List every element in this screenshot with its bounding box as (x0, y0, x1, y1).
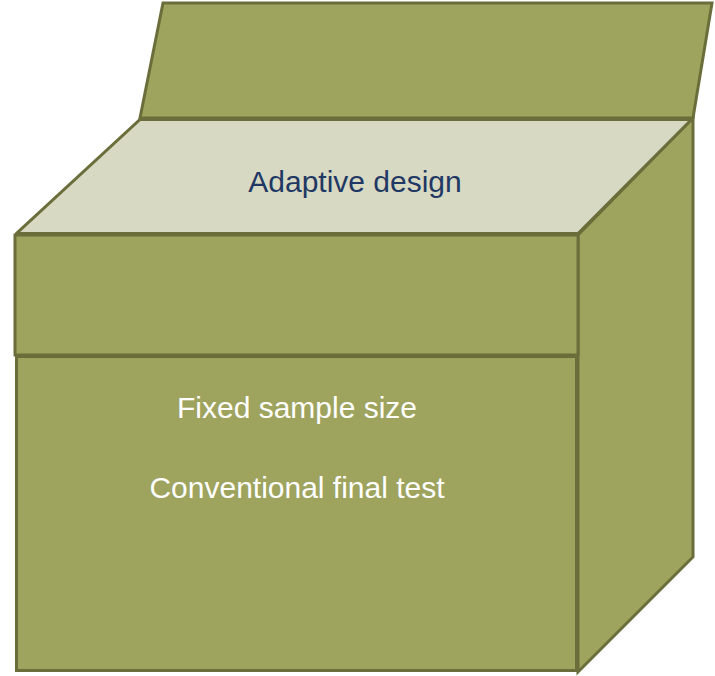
box-text: Fixed sample size (177, 390, 417, 426)
front-panel: Fixed sample sizeConventional final test (15, 355, 578, 672)
top-face: Adaptive design (15, 118, 693, 235)
box-lid (140, 3, 712, 118)
box-front-band (15, 235, 578, 355)
box-text: Conventional final test (149, 470, 444, 506)
box-text: Adaptive design (248, 164, 462, 200)
